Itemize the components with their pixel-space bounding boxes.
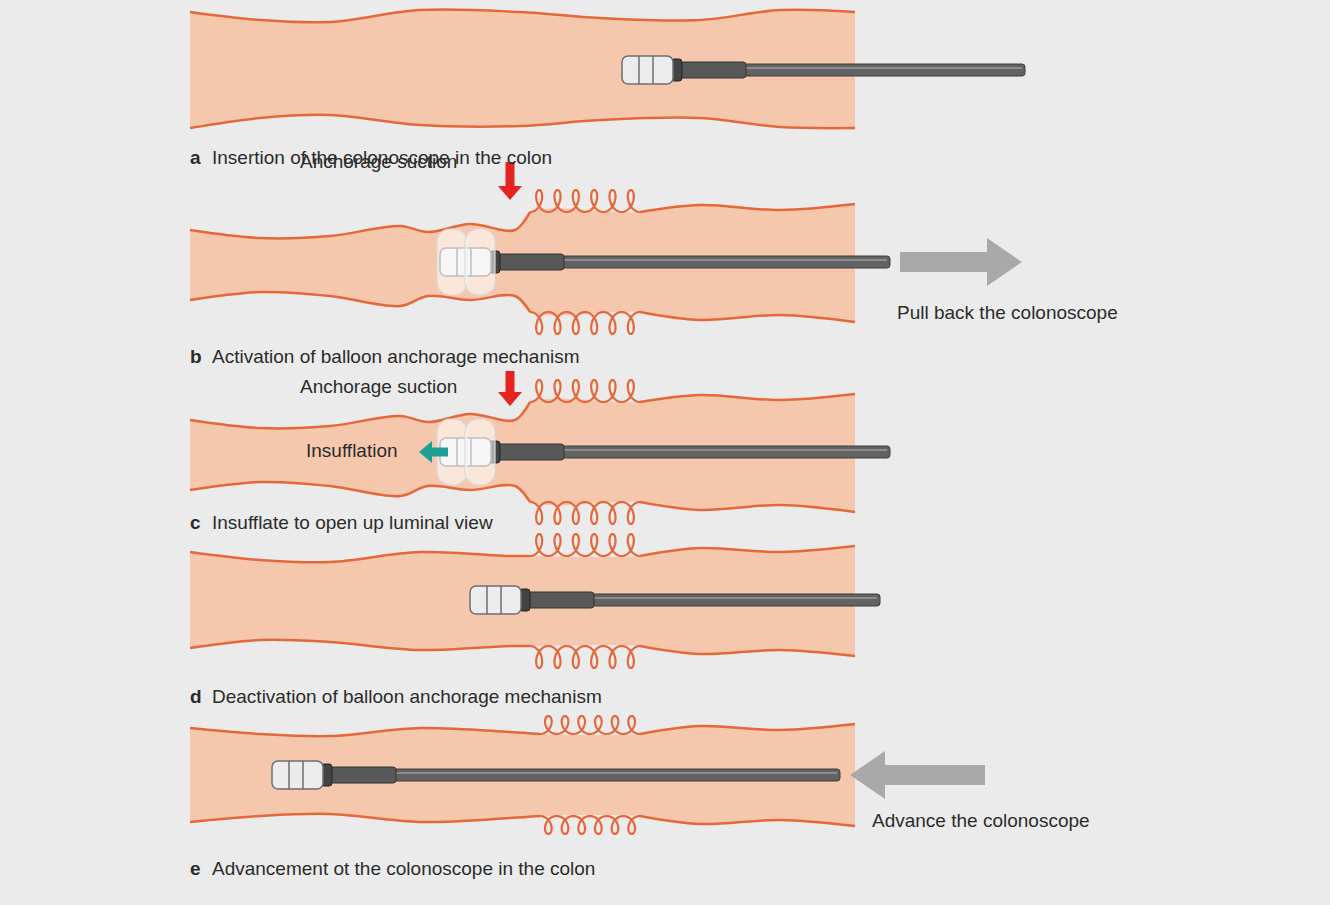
plicated-colon-folds xyxy=(530,312,640,334)
callout-label: Anchorage suction xyxy=(300,151,457,173)
callout-label: Insufflation xyxy=(306,440,398,462)
scope-bending-section xyxy=(680,62,746,78)
suction-arrow-head xyxy=(498,186,522,200)
caption-letter: e xyxy=(190,858,201,880)
scope-shaft xyxy=(560,446,890,458)
colon-lumen xyxy=(190,724,855,826)
plicated-colon-folds xyxy=(540,816,640,834)
plicated-colon-folds xyxy=(530,502,640,524)
plicated-colon-folds xyxy=(540,716,640,734)
colon-wall xyxy=(640,394,855,402)
panel xyxy=(190,190,890,334)
shaft-highlight xyxy=(592,597,877,599)
tip-band xyxy=(638,56,640,84)
anchorage-balloon xyxy=(465,229,495,295)
caption-letter: c xyxy=(190,512,201,534)
motion-label: Pull back the colonoscope xyxy=(897,302,1118,324)
motion-arrow xyxy=(900,238,1022,286)
plicated-colon-folds xyxy=(530,380,640,402)
tip-band xyxy=(500,586,502,614)
colon-wall xyxy=(190,728,540,736)
tip-band xyxy=(652,56,654,84)
shaft-highlight xyxy=(562,449,887,451)
caption: Deactivation of balloon anchorage mechan… xyxy=(212,686,602,708)
anchorage-balloon xyxy=(465,419,495,485)
tip-band xyxy=(302,761,304,789)
insufflation-arrow xyxy=(432,448,448,457)
suction-arrow xyxy=(506,371,515,392)
caption: Insufflate to open up luminal view xyxy=(212,512,493,534)
suction-arrow-head xyxy=(498,392,522,406)
colon-wall xyxy=(190,9,855,22)
shaft-highlight xyxy=(744,67,1022,69)
caption-letter: b xyxy=(190,346,202,368)
scope-tip xyxy=(622,56,673,84)
scope-bending-section xyxy=(330,767,396,783)
motion-label: Advance the colonoscope xyxy=(872,810,1090,832)
callout-label: Anchorage suction xyxy=(300,376,457,398)
colon-wall xyxy=(640,204,855,212)
caption: Activation of balloon anchorage mechanis… xyxy=(212,346,580,368)
plicated-colon-folds xyxy=(530,646,640,668)
colon-wall xyxy=(640,724,855,734)
colon-wall xyxy=(190,814,540,822)
scope-bending-section xyxy=(528,592,594,608)
colon-wall xyxy=(640,546,855,556)
plicated-colon-folds xyxy=(530,534,640,556)
colon-wall xyxy=(640,646,855,656)
caption-letter: a xyxy=(190,147,201,169)
scope-shaft xyxy=(590,594,880,606)
colon-wall xyxy=(640,502,855,512)
colon-wall xyxy=(190,640,530,650)
shaft-highlight xyxy=(394,772,837,774)
caption-letter: d xyxy=(190,686,202,708)
scope-shaft xyxy=(742,64,1025,76)
shaft-highlight xyxy=(562,259,887,261)
panel xyxy=(190,716,855,834)
motion-arrow xyxy=(850,751,985,799)
panel xyxy=(190,380,890,524)
scope-tip xyxy=(272,761,323,789)
colon-wall xyxy=(190,115,855,128)
colon-wall xyxy=(190,552,530,562)
colon-wall xyxy=(640,312,855,322)
tip-band xyxy=(486,586,488,614)
scope-tip xyxy=(470,586,521,614)
scope-shaft xyxy=(560,256,890,268)
scope-shaft xyxy=(392,769,840,781)
insufflation-arrow-head xyxy=(419,441,432,463)
panel xyxy=(190,9,1025,128)
caption: Advancement ot the colonoscope in the co… xyxy=(212,858,595,880)
scope-bending-section xyxy=(498,254,564,270)
anchorage-balloon xyxy=(437,229,467,295)
scope-bending-section xyxy=(498,444,564,460)
tip-band xyxy=(288,761,290,789)
plicated-colon-folds xyxy=(530,190,640,212)
colon-wall xyxy=(640,816,855,826)
panel xyxy=(190,534,880,668)
